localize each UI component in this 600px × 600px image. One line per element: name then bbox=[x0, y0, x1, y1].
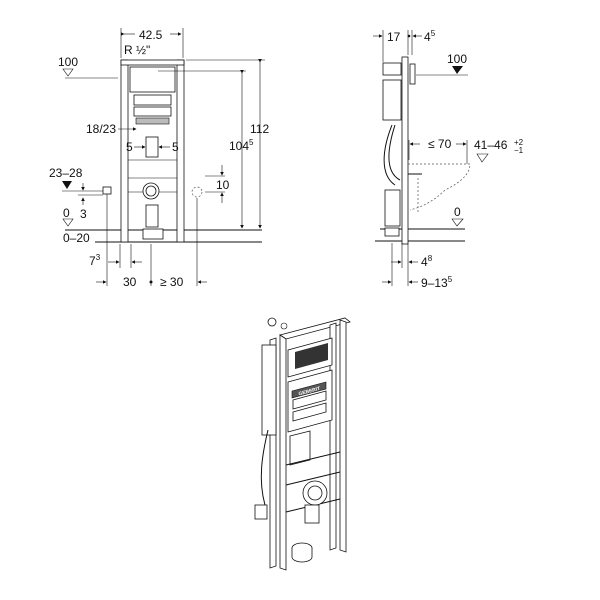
floor-range-label: 0–20 bbox=[63, 231, 90, 245]
iso-cistern bbox=[261, 344, 277, 436]
wc-bowl-outline bbox=[408, 163, 471, 211]
drain-height-label: 23–28 bbox=[49, 166, 83, 180]
drain-offset-label: 3 bbox=[80, 207, 87, 221]
inlet-height-sup: 5 bbox=[249, 138, 254, 147]
svg-text:73: 73 bbox=[89, 253, 101, 268]
frame-profile bbox=[401, 56, 409, 245]
wall-range-label: 9–13 bbox=[421, 276, 448, 290]
side-clearance-label: 30 bbox=[123, 275, 137, 289]
seat-height-label: 41–46 bbox=[474, 138, 508, 152]
isometric-view: GEBERIT bbox=[254, 317, 351, 571]
width-label: 42.5 bbox=[139, 28, 163, 42]
seat-tol-plus: +2 bbox=[514, 138, 524, 147]
iso-valve bbox=[267, 317, 277, 327]
svg-text:9–135: 9–135 bbox=[421, 275, 453, 290]
offset-left-label: 5 bbox=[126, 140, 133, 154]
svg-text:1045: 1045 bbox=[229, 138, 254, 153]
frame-depth-label: 4 bbox=[424, 30, 431, 44]
level-top-label: 100 bbox=[58, 55, 78, 69]
svg-text:45: 45 bbox=[424, 29, 436, 44]
offset-right-label: 5 bbox=[172, 140, 179, 154]
svg-text:48: 48 bbox=[421, 254, 433, 269]
floor-level-label: 0 bbox=[63, 206, 70, 220]
side-level-top-label: 100 bbox=[447, 52, 467, 66]
seat-tol-minus: −1 bbox=[514, 146, 524, 155]
leg-offset-sup: 3 bbox=[96, 253, 101, 262]
frame bbox=[102, 59, 203, 243]
bowl-length-label: ≤ 70 bbox=[428, 137, 452, 151]
power-socket bbox=[191, 186, 203, 198]
leg-depth-sup: 8 bbox=[428, 254, 433, 263]
leg-offset-label: 7 bbox=[89, 254, 96, 268]
power-clearance-label: ≥ 30 bbox=[160, 275, 184, 289]
brand-plate bbox=[135, 117, 170, 125]
side-floor-label: 0 bbox=[454, 205, 461, 219]
height-total-label: 112 bbox=[250, 122, 269, 136]
leg-depth-label: 4 bbox=[421, 255, 428, 269]
spacing-label: 18/23 bbox=[86, 122, 116, 136]
frame-depth-sup: 5 bbox=[431, 29, 436, 38]
thread-label: R ½" bbox=[124, 43, 150, 57]
power-height-label: 10 bbox=[216, 178, 230, 192]
iso-brand-plate bbox=[291, 381, 327, 399]
side-view: 17 45 100 ≤ 70 41–46 +2 −1 0 48 9–135 bbox=[373, 29, 524, 290]
svg-text:41–46: 41–46 bbox=[474, 138, 508, 152]
front-view: 42.5 R ½" 100 112 1045 18/23 5 5 23–28 3… bbox=[49, 28, 269, 289]
water-inlet bbox=[102, 186, 112, 195]
iso-brand-plate-text: GEBERIT bbox=[298, 386, 321, 398]
wall-range-sup: 5 bbox=[448, 275, 453, 284]
inlet-height-label: 104 bbox=[229, 139, 249, 153]
depth-label: 17 bbox=[387, 30, 401, 44]
cistern bbox=[382, 79, 402, 121]
